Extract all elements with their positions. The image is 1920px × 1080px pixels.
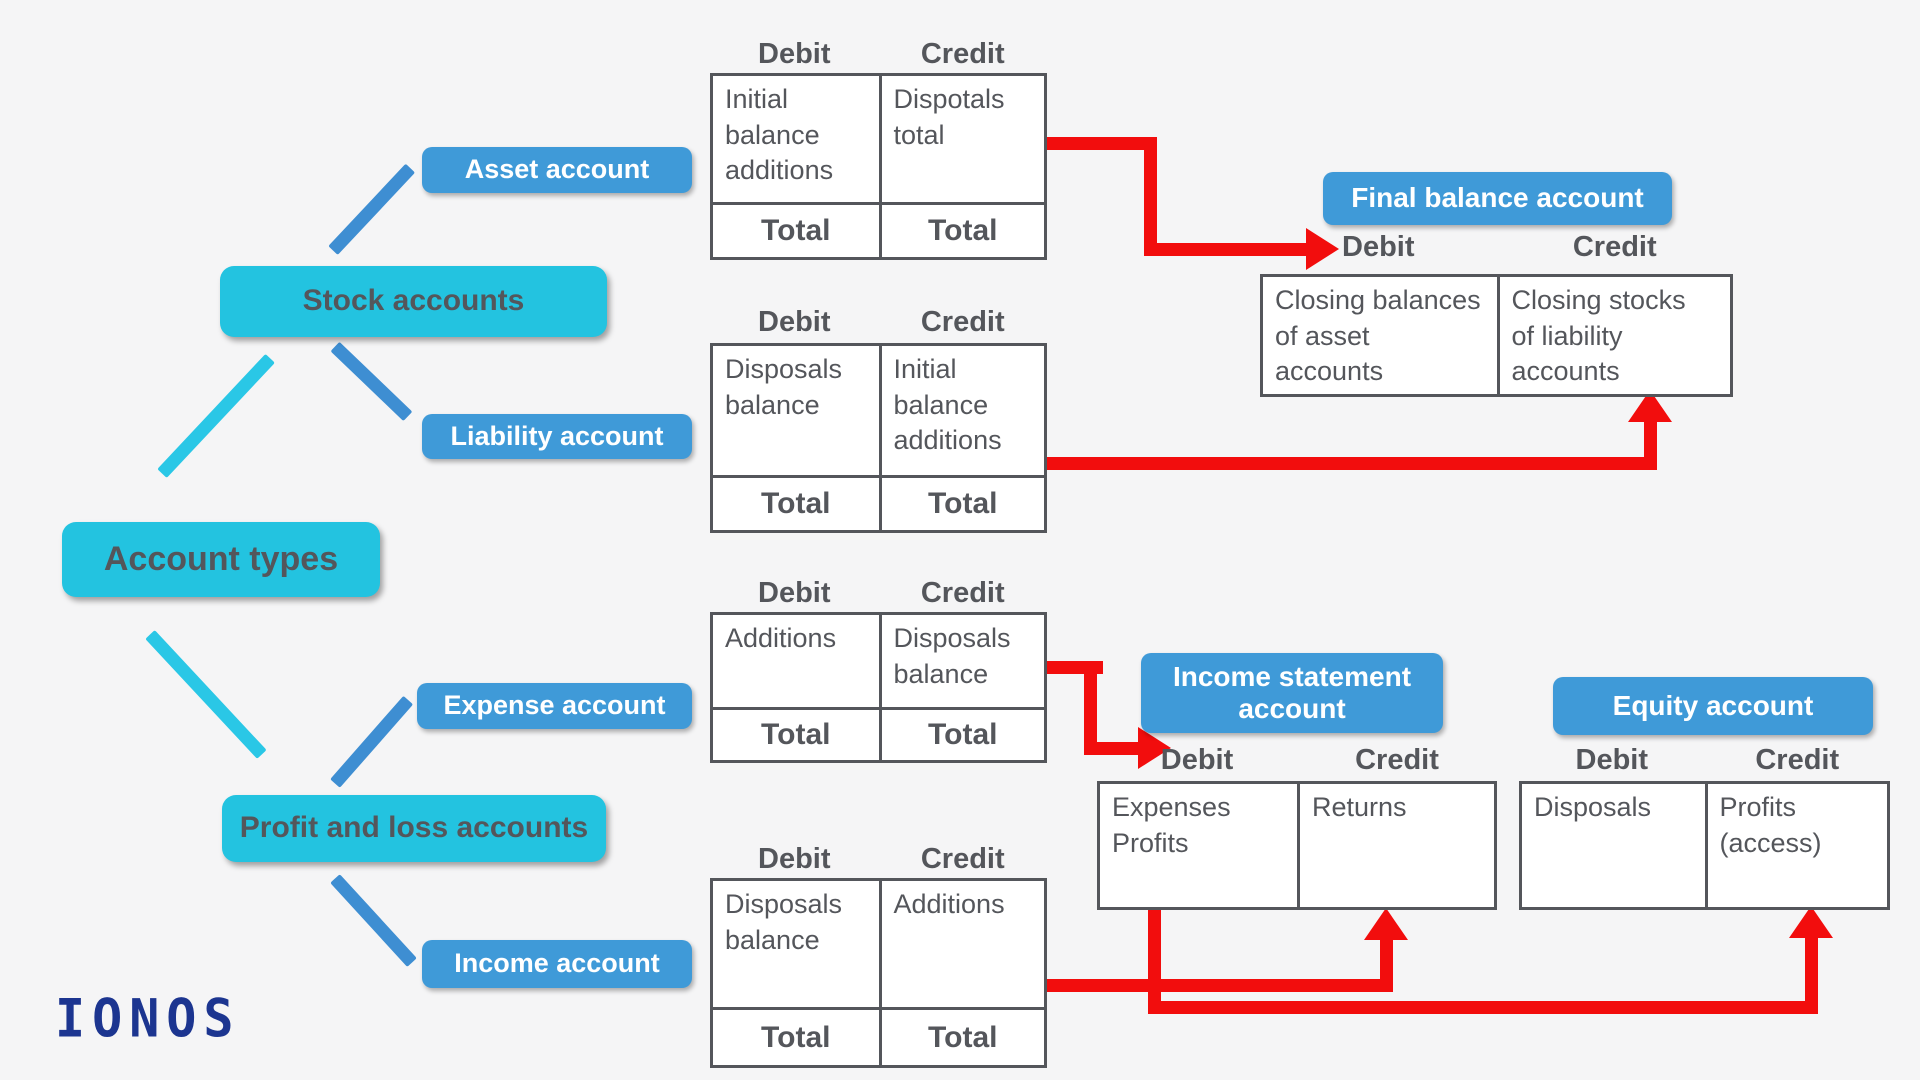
- income-debit-header: Debit: [758, 843, 831, 875]
- node-asset-account: Asset account: [422, 147, 692, 193]
- node-account-types: Account types: [62, 522, 380, 597]
- equity-table: Disposals Profits (access): [1519, 781, 1890, 910]
- liability-table-headers: Debit Credit: [710, 306, 1047, 339]
- expense-table-headers: Debit Credit: [710, 577, 1047, 610]
- arrow-asset-to-finalbalance-seg2: [1144, 137, 1157, 256]
- finalbalance-debit-cell: Closing balances of asset accounts: [1275, 285, 1481, 387]
- liability-debit-total: Total: [713, 475, 879, 530]
- arrow-incomestatement-to-equity-seg2: [1148, 1001, 1818, 1014]
- equity-credit-header: Credit: [1755, 744, 1840, 776]
- liability-debit-header: Debit: [758, 306, 831, 338]
- incomestatement-credit-header: Credit: [1355, 744, 1439, 776]
- arrow-incomestatement-to-equity-seg3: [1805, 938, 1818, 1014]
- expense-credit-total: Total: [878, 707, 1044, 760]
- asset-table: Initial balance additions Dispotals tota…: [710, 73, 1047, 260]
- liability-credit-header: Credit: [920, 306, 1005, 338]
- finalbalance-table-headers: Debit Credit: [1260, 231, 1733, 264]
- node-stock-accounts: Stock accounts: [220, 266, 607, 337]
- node-income-account: Income account: [422, 940, 692, 988]
- asset-credit-header: Credit: [920, 38, 1005, 70]
- asset-debit-cell: Initial balance additions: [725, 84, 834, 186]
- incomestatement-table-headers: Debit Credit: [1097, 744, 1497, 777]
- node-liability-account: Liability account: [422, 414, 692, 459]
- node-income-statement-account: Income statement account: [1141, 653, 1443, 733]
- expense-credit-cell: Disposals balance: [878, 615, 1045, 707]
- asset-table-headers: Debit Credit: [710, 38, 1047, 71]
- node-expense-account: Expense account: [417, 683, 692, 729]
- income-table: Disposals balance Additions Total Total: [710, 878, 1047, 1068]
- liability-table: Disposals balance Initial balance additi…: [710, 343, 1047, 533]
- connector-stock-asset: [328, 163, 416, 255]
- incomestatement-debit-header: Debit: [1160, 744, 1234, 776]
- asset-credit-cell: Dispotals total: [878, 76, 1045, 202]
- connector-accounttypes-stockaccounts: [157, 353, 275, 478]
- finalbalance-debit-header: Debit: [1342, 231, 1415, 263]
- arrow-expense-to-incomestatement-seg3: [1084, 742, 1138, 755]
- arrow-liability-to-finalbalance-seg3: [1644, 420, 1657, 470]
- equity-table-headers: Debit Credit: [1519, 744, 1890, 777]
- equity-debit-cell: Disposals: [1534, 792, 1652, 822]
- arrow-expense-to-incomestatement-arrowhead: [1138, 727, 1171, 769]
- arrow-income-to-incomestatement-arrowhead: [1364, 908, 1408, 940]
- expense-debit-total: Total: [713, 707, 879, 760]
- node-equity-account: Equity account: [1553, 677, 1873, 735]
- income-credit-cell: Additions: [878, 881, 1045, 1007]
- liability-credit-cell: Initial balance additions: [878, 346, 1045, 475]
- connector-accounttypes-profitloss: [145, 630, 267, 759]
- connector-profitloss-expense: [330, 695, 414, 788]
- expense-credit-header: Credit: [920, 577, 1005, 609]
- income-debit-cell: Disposals balance: [725, 889, 843, 955]
- node-profit-loss-accounts: Profit and loss accounts: [222, 795, 606, 862]
- equity-credit-cell: Profits (access): [1704, 784, 1888, 907]
- finalbalance-credit-cell: Closing stocks of liability accounts: [1496, 277, 1731, 396]
- incomestatement-credit-cell: Returns: [1297, 784, 1494, 907]
- income-credit-total: Total: [878, 1007, 1044, 1065]
- arrow-incomestatement-to-equity-arrowhead: [1789, 906, 1833, 938]
- equity-debit-header: Debit: [1575, 744, 1649, 776]
- expense-table: Additions Disposals balance Total Total: [710, 612, 1047, 763]
- node-final-balance-account: Final balance account: [1323, 172, 1672, 225]
- liability-debit-cell: Disposals balance: [725, 354, 843, 420]
- finalbalance-table: Closing balances of asset accounts Closi…: [1260, 274, 1733, 397]
- finalbalance-credit-header: Credit: [1572, 231, 1657, 263]
- income-credit-header: Credit: [920, 843, 1005, 875]
- asset-debit-total: Total: [713, 202, 879, 257]
- incomestatement-debit-cell: Expenses Profits: [1112, 792, 1231, 858]
- liability-credit-total: Total: [878, 475, 1044, 530]
- income-table-headers: Debit Credit: [710, 843, 1047, 876]
- expense-debit-header: Debit: [758, 577, 831, 609]
- arrow-asset-to-finalbalance-seg3: [1144, 243, 1306, 256]
- connector-stock-liability: [330, 341, 413, 422]
- connector-profitloss-income: [330, 874, 417, 967]
- ionos-logo: IONOS: [55, 988, 241, 1049]
- arrow-asset-to-finalbalance-arrowhead: [1306, 228, 1339, 270]
- arrow-income-to-incomestatement-seg2: [1380, 938, 1393, 992]
- income-debit-total: Total: [713, 1007, 879, 1065]
- asset-credit-total: Total: [878, 202, 1044, 257]
- incomestatement-table: Expenses Profits Returns: [1097, 781, 1497, 910]
- expense-debit-cell: Additions: [725, 623, 837, 653]
- arrow-expense-to-incomestatement-seg2: [1084, 661, 1097, 748]
- asset-debit-header: Debit: [758, 38, 831, 70]
